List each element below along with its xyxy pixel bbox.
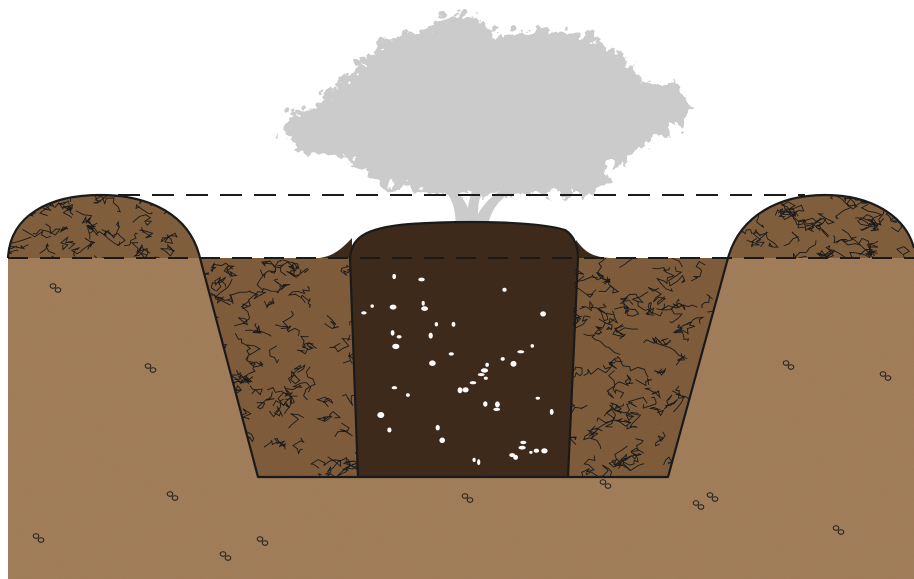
perlite-speckle	[484, 377, 488, 380]
soil-scribble	[876, 187, 900, 200]
perlite-speckle	[406, 393, 410, 397]
perlite-speckle	[436, 425, 440, 431]
perlite-speckle	[421, 306, 428, 311]
soil-scribble	[174, 200, 188, 206]
perlite-speckle	[452, 322, 456, 327]
perlite-speckle	[541, 448, 547, 453]
perlite-speckle	[439, 438, 445, 444]
perlite-speckle	[529, 451, 532, 454]
perlite-speckle	[519, 446, 526, 450]
perlite-speckle	[392, 386, 397, 389]
soil-scribble	[27, 196, 36, 206]
perlite-speckle	[463, 387, 469, 392]
perlite-speckle	[481, 368, 488, 372]
perlite-speckle	[501, 357, 505, 361]
perlite-speckle	[473, 458, 476, 462]
perlite-speckle	[511, 361, 517, 367]
mulch-mound-right	[576, 240, 610, 258]
perlite-speckle	[449, 352, 454, 355]
tree-canopy-icon	[280, 10, 685, 192]
soil-berm-right	[728, 195, 914, 258]
root-ball-icon	[350, 222, 578, 477]
perlite-speckle	[502, 288, 506, 292]
perlite-speckle	[531, 344, 535, 348]
perlite-speckle	[470, 381, 477, 384]
perlite-speckle	[392, 344, 399, 349]
perlite-speckle	[361, 311, 366, 314]
soil-scribble	[180, 203, 203, 226]
perlite-speckle	[371, 304, 374, 307]
perlite-speckle	[429, 360, 436, 366]
perlite-speckle	[485, 363, 489, 367]
perlite-speckle	[550, 409, 554, 415]
perlite-speckle	[495, 401, 500, 407]
soil-scribble	[186, 195, 200, 208]
perlite-speckle	[477, 459, 480, 465]
perlite-speckle	[540, 311, 546, 316]
perlite-speckle	[387, 428, 391, 433]
perlite-speckle	[536, 397, 540, 400]
perlite-speckle	[422, 301, 425, 306]
mulch-mound-left	[318, 238, 352, 258]
perlite-speckle	[377, 412, 384, 418]
perlite-speckle	[478, 373, 485, 376]
perlite-speckle	[520, 441, 526, 444]
perlite-speckle	[458, 387, 463, 393]
perlite-speckle	[418, 278, 424, 282]
perlite-speckle	[397, 335, 402, 338]
perlite-speckle	[429, 333, 433, 339]
perlite-speckle	[493, 408, 500, 411]
perlite-speckle	[513, 455, 518, 460]
soil-scribble	[727, 200, 743, 212]
soil-scribble	[721, 197, 734, 210]
perlite-speckle	[435, 322, 438, 326]
perlite-speckle	[517, 350, 524, 353]
perlite-speckle	[390, 305, 397, 310]
perlite-speckle	[391, 330, 395, 336]
perlite-speckle	[534, 449, 539, 453]
perlite-speckle	[483, 401, 487, 406]
perlite-speckle	[392, 274, 396, 279]
